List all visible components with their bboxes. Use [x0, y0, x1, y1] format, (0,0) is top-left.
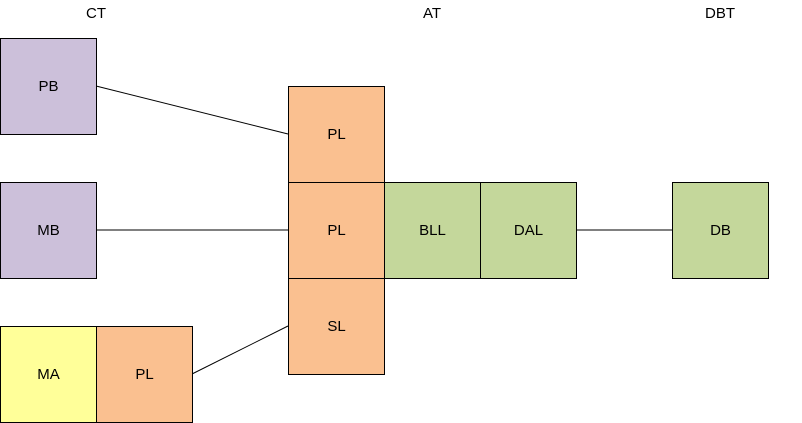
- box-db: DB: [672, 182, 769, 279]
- box-bll: BLL: [384, 182, 481, 279]
- box-pl-client: PL: [96, 326, 193, 423]
- column-label-dbt: DBT: [705, 5, 735, 22]
- box-pl-mid: PL: [288, 182, 385, 279]
- box-dal: DAL: [480, 182, 577, 279]
- box-ma: MA: [0, 326, 97, 423]
- box-pb: PB: [0, 38, 97, 135]
- connector-pl-sl: [191, 325, 289, 375]
- column-label-at: AT: [422, 5, 442, 22]
- box-pl-top: PL: [288, 86, 385, 183]
- connector-pb-pl: [95, 85, 289, 135]
- box-sl: SL: [288, 278, 385, 375]
- box-mb: MB: [0, 182, 97, 279]
- column-label-ct: CT: [86, 5, 106, 22]
